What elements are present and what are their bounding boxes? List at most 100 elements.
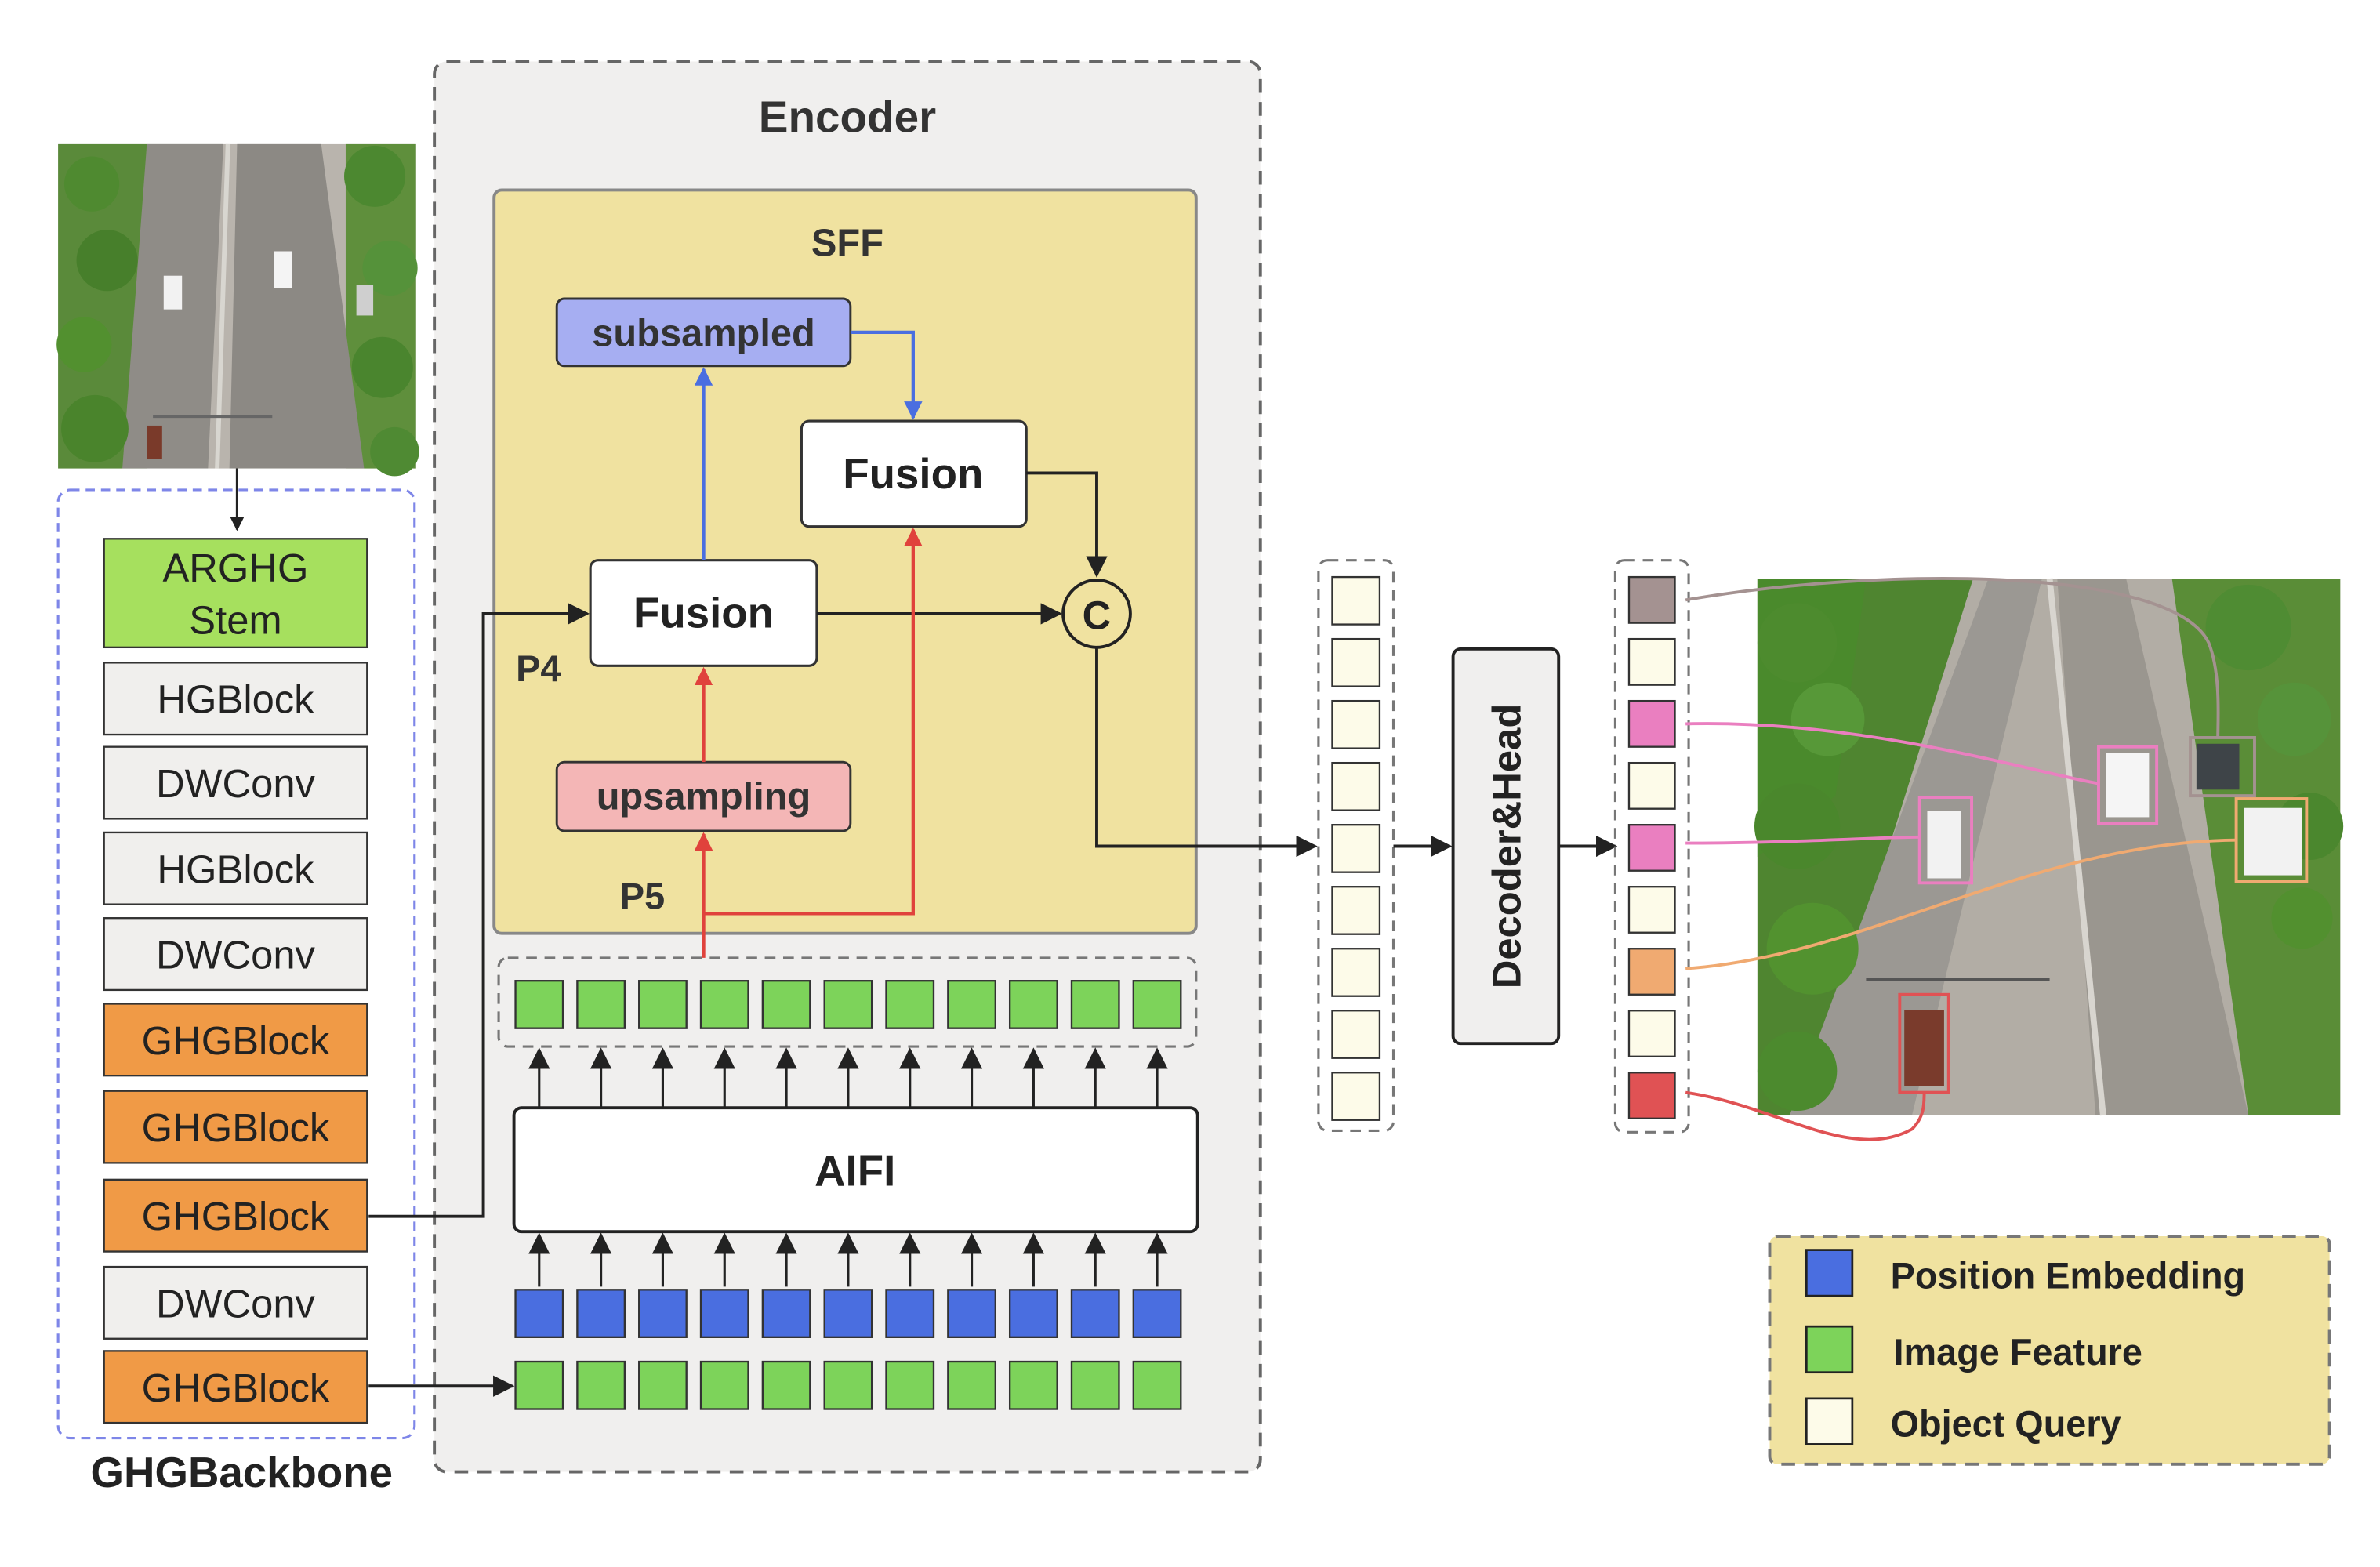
image-feature-square-11: [1132, 1360, 1182, 1410]
backbone-block-label-3: HGBlock: [157, 847, 314, 891]
backbone-block-label-1: HGBlock: [157, 677, 314, 722]
legend-label-image-feature: Image Feature: [1894, 1332, 2142, 1373]
legend-swatch-image-feature: [1805, 1325, 1854, 1374]
position-embedding-square-7: [885, 1289, 935, 1338]
aifi-box: [512, 1106, 1199, 1234]
image-feature-square-2: [576, 1360, 626, 1410]
feature-output-frame: [497, 956, 1198, 1048]
image-feature-square-4: [699, 1360, 749, 1410]
sff-arrows: [368, 330, 1318, 1397]
backbone-block-2: [103, 745, 368, 820]
output-query-column: [1627, 575, 1676, 1119]
position-embedding-row: [514, 1289, 1182, 1338]
image-feature-square-10: [1070, 1360, 1120, 1410]
backbone-block-label-4: DWConv: [156, 933, 316, 978]
backbone-block-6: [103, 1090, 368, 1164]
top-feature-square-5: [761, 980, 811, 1029]
top-feature-square-3: [638, 980, 688, 1029]
output-query-square-3: [1627, 699, 1676, 748]
output-query-square-5: [1627, 824, 1676, 872]
position-embedding-square-1: [514, 1289, 564, 1338]
image-feature-square-6: [823, 1360, 873, 1410]
legend-label-object-query: Object Query: [1891, 1404, 2121, 1445]
object-query-square-3: [1331, 699, 1381, 749]
image-feature-square-9: [1008, 1360, 1058, 1410]
backbone-frame: [56, 488, 416, 1440]
top-feature-square-8: [947, 980, 996, 1029]
output-query-square-6: [1627, 886, 1676, 934]
upsampling-label: upsampling: [597, 776, 811, 818]
backbone-block-3: [103, 831, 368, 905]
backbone-block-7: [103, 1178, 368, 1253]
backbone-block-label-6: GHGBlock: [142, 1105, 330, 1150]
subsampled-label: subsampled: [592, 312, 815, 354]
backbone-blocks: HGBlockDWConvHGBlockDWConvGHGBlockGHGBlo…: [103, 662, 368, 1424]
backbone-title: GHGBackbone: [91, 1449, 393, 1496]
top-feature-square-10: [1070, 980, 1120, 1029]
legend-swatch-object-query: [1805, 1397, 1854, 1445]
fusion-mid-label: Fusion: [633, 589, 774, 637]
query-column-frame: [1317, 559, 1395, 1132]
p5-label: P5: [620, 876, 665, 916]
position-embedding-square-10: [1070, 1289, 1120, 1338]
p4-label: P4: [516, 648, 561, 689]
backbone-block-label-9: GHGBlock: [142, 1366, 330, 1410]
output-column-frame: [1613, 559, 1690, 1134]
output-query-square-4: [1627, 761, 1676, 810]
aifi-output-arrows: [528, 1047, 1168, 1108]
image-feature-square-3: [638, 1360, 688, 1410]
backbone-block-label-8: DWConv: [156, 1281, 316, 1326]
query-to-detection-links: [1685, 577, 2237, 1141]
image-feature-square-5: [761, 1360, 811, 1410]
object-query-square-5: [1331, 824, 1381, 873]
object-query-square-7: [1331, 948, 1381, 997]
top-feature-square-4: [699, 980, 749, 1029]
sff-frame: [492, 188, 1198, 935]
output-road-image: [1754, 578, 2344, 1116]
position-embedding-square-6: [823, 1289, 873, 1338]
image-feature-square-7: [885, 1360, 935, 1410]
image-feature-square-8: [947, 1360, 996, 1410]
image-feature-square-1: [514, 1360, 564, 1410]
object-query-square-4: [1331, 761, 1381, 811]
top-feature-square-7: [885, 980, 935, 1029]
position-embedding-square-4: [699, 1289, 749, 1338]
aifi-label: AIFI: [814, 1148, 895, 1195]
aifi-input-arrows: [528, 1232, 1168, 1287]
object-query-square-6: [1331, 886, 1381, 935]
output-query-square-7: [1627, 948, 1676, 996]
object-query-column: [1331, 575, 1381, 1121]
stem-label-line2: Stem: [189, 597, 281, 642]
object-query-square-1: [1331, 575, 1381, 626]
top-feature-square-2: [576, 980, 626, 1029]
top-feature-row: [514, 980, 1182, 1029]
stem-block: ARGHG Stem: [103, 538, 368, 649]
backbone-block-1: [103, 662, 368, 736]
encoder-title: Encoder: [759, 92, 936, 141]
backbone-block-9: [103, 1350, 368, 1424]
legend-label-position-embedding: Position Embedding: [1891, 1255, 2246, 1296]
backbone-block-8: [103, 1265, 368, 1340]
object-query-square-9: [1331, 1072, 1381, 1121]
output-query-square-1: [1627, 575, 1676, 624]
position-embedding-square-11: [1132, 1289, 1182, 1338]
input-road-image: [56, 143, 419, 477]
position-embedding-square-8: [947, 1289, 996, 1338]
output-query-square-9: [1627, 1072, 1676, 1119]
backbone-block-label-7: GHGBlock: [142, 1194, 330, 1239]
legend: Position Embedding Image Feature Object …: [1768, 1235, 2331, 1466]
sff-title: SFF: [811, 222, 883, 264]
concat-label: C: [1083, 593, 1112, 637]
backbone-block-5: [103, 1003, 368, 1077]
backbone-block-label-5: GHGBlock: [142, 1018, 330, 1063]
legend-swatch-position-embedding: [1805, 1249, 1854, 1297]
detection-boxes: [1898, 736, 2309, 1094]
position-embedding-square-5: [761, 1289, 811, 1338]
position-embedding-square-3: [638, 1289, 688, 1338]
output-query-square-2: [1627, 637, 1676, 686]
top-feature-square-9: [1008, 980, 1058, 1029]
backbone-block-4: [103, 917, 368, 992]
image-feature-row: [514, 1360, 1182, 1410]
position-embedding-square-2: [576, 1289, 626, 1338]
